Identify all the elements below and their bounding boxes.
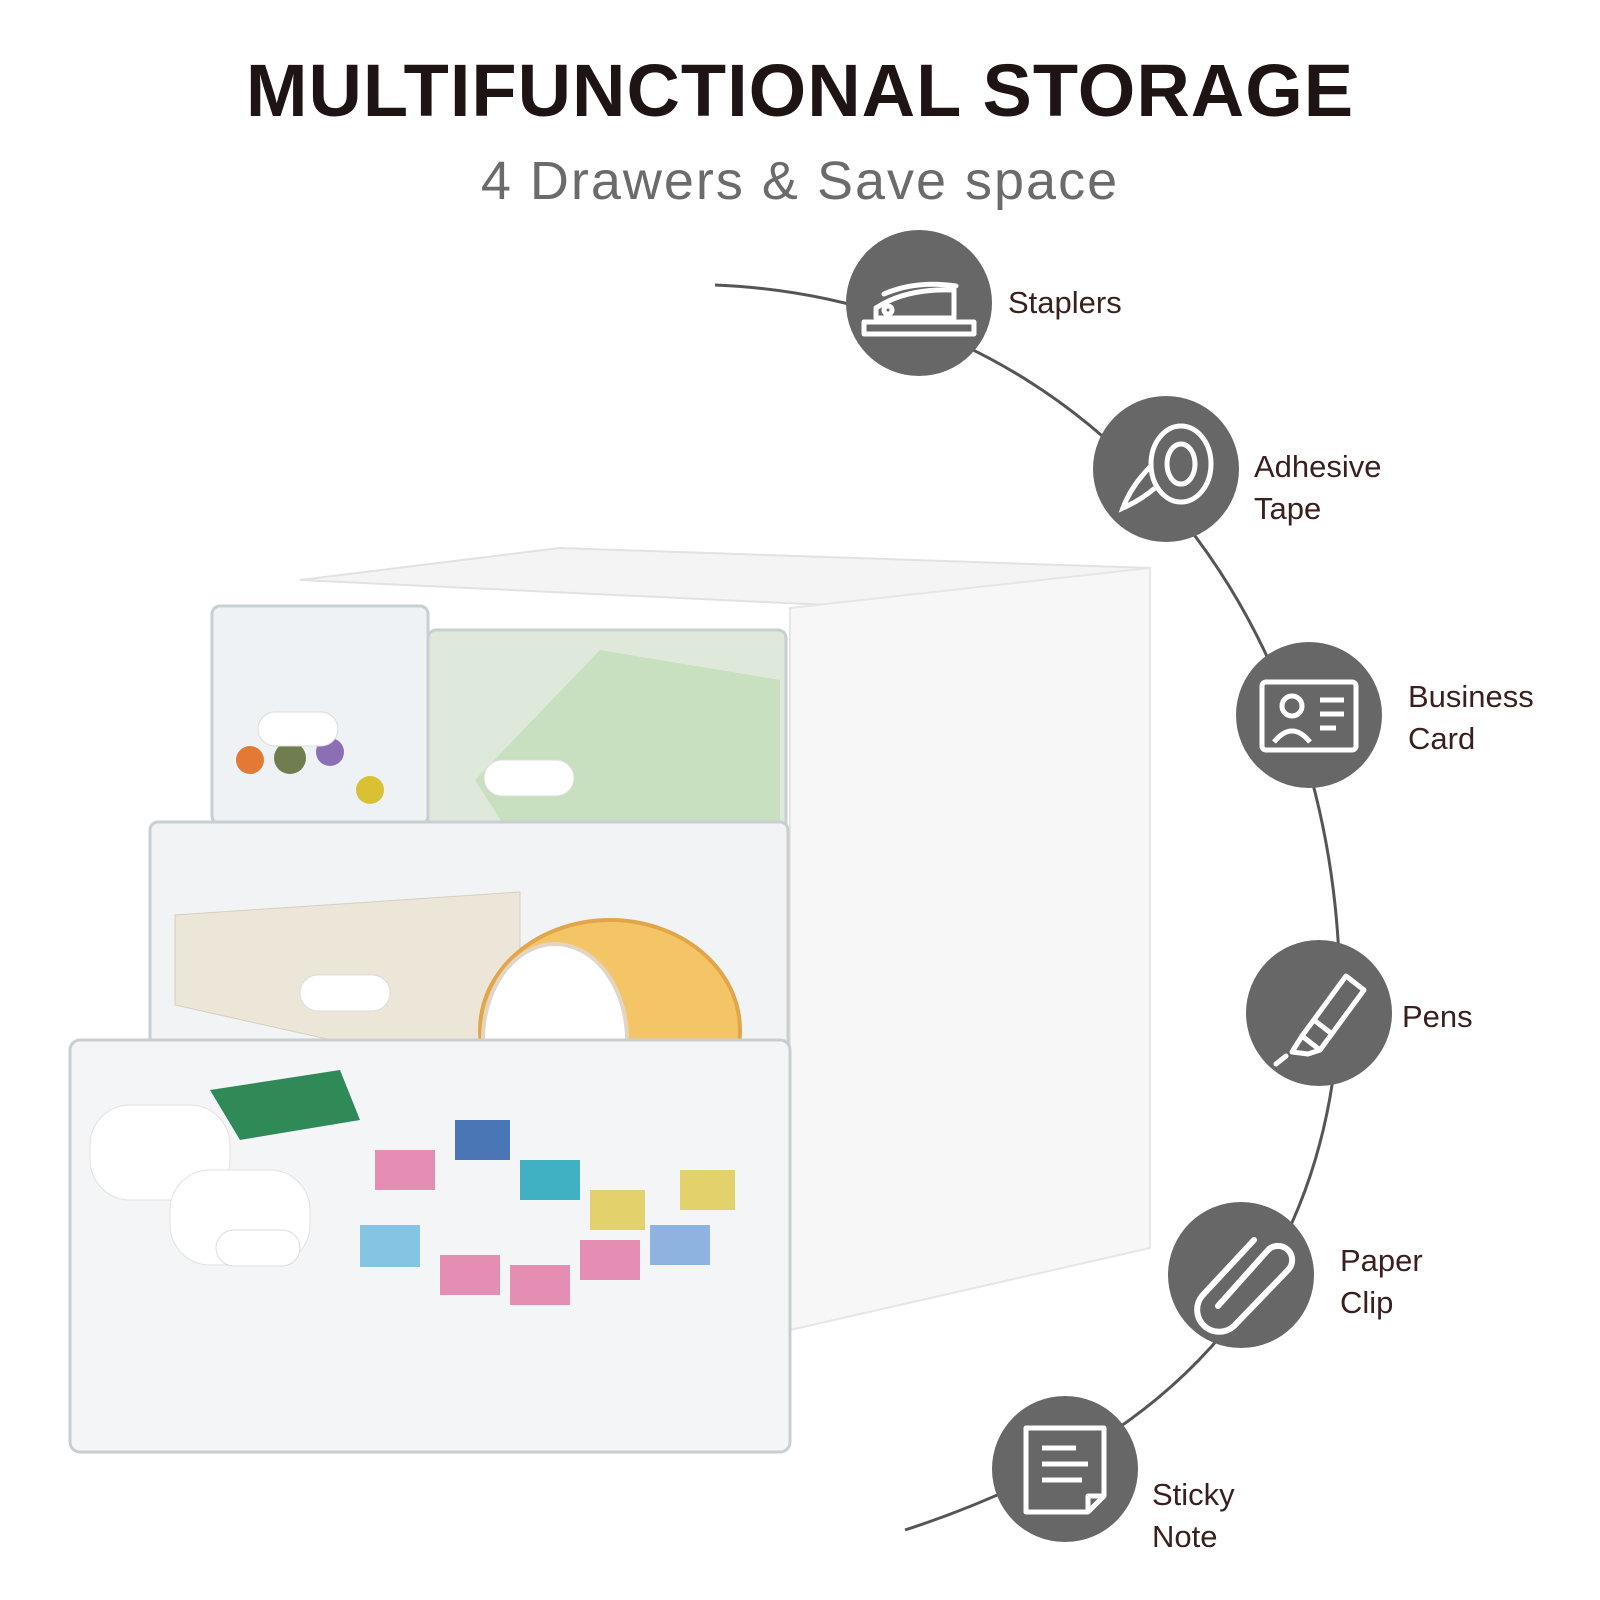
- page-title: MULTIFUNCTIONAL STORAGE: [245, 49, 1355, 132]
- sticky-note-badge: [992, 1396, 1138, 1542]
- drawer-handle: [257, 711, 339, 747]
- pen-icon: [1273, 973, 1367, 1067]
- connector-arc: [714, 283, 1342, 1532]
- feature-label-adhesive-tape: Adhesive Tape: [1254, 449, 1382, 526]
- feature-label-sticky-note: Sticky Note: [1152, 1477, 1235, 1554]
- pens-badge: [1246, 940, 1392, 1086]
- binder-clips: [360, 1120, 735, 1305]
- stapler-icon: [861, 281, 977, 337]
- paper-clip-icon: [1194, 1237, 1296, 1335]
- feature-label-business-card: Business Card: [1408, 679, 1534, 756]
- drawer-handle: [483, 759, 575, 797]
- feature-label-paper-clip: Paper Clip: [1340, 1243, 1423, 1320]
- paper-clip-badge: [1168, 1202, 1314, 1348]
- drawer-handle: [215, 1229, 301, 1267]
- page-subtitle: 4 Drawers & Save space: [480, 151, 1120, 211]
- drawer-bottom: [68, 1038, 792, 1454]
- drawer-handle: [299, 974, 391, 1012]
- business-card-badge: [1236, 642, 1382, 788]
- drawer-unit-illustration: [68, 546, 1151, 1454]
- cabinet-side: [789, 566, 1151, 1332]
- adhesive-tape-badge: [1093, 396, 1239, 542]
- sticky-note-icon: [1023, 1425, 1107, 1515]
- stapler-badge: [846, 230, 992, 376]
- adhesive-tape-icon: [1118, 423, 1214, 513]
- business-card-icon: [1259, 679, 1359, 753]
- feature-label-pens: Pens: [1402, 999, 1473, 1034]
- feature-label-staplers: Staplers: [1008, 285, 1122, 320]
